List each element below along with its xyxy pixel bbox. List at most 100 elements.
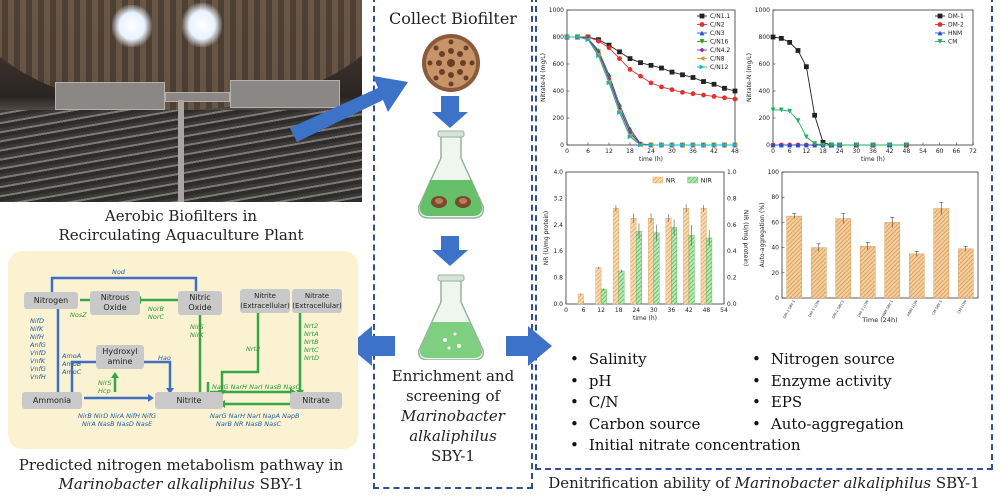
- plant-caption-line2: Recirculating Aquaculture Plant: [58, 226, 304, 244]
- legend-marker: [937, 39, 943, 44]
- x-tick-label: 30: [650, 307, 658, 314]
- data-point: [887, 142, 893, 148]
- data-point: [778, 107, 784, 113]
- x-tick-label: 42: [886, 148, 894, 155]
- y2-tick-label: 0.4: [727, 248, 737, 255]
- enrichment-line5: SBY-1: [431, 447, 475, 465]
- right-dashed-frame: [535, 0, 993, 470]
- y-tick-label: 400: [553, 88, 565, 95]
- x-tick-label: 30: [853, 148, 861, 155]
- data-point: [711, 81, 717, 87]
- y2-tick-label: 0.8: [727, 195, 737, 202]
- x-tick-label: CM SBY-1: [931, 300, 943, 316]
- bar-auto-aggregation: [933, 208, 950, 299]
- legend-label: C/N3: [710, 30, 725, 37]
- legend-label: CM: [948, 39, 957, 46]
- y-tick-label: 200: [553, 115, 565, 122]
- x-tick-label: 66: [953, 148, 961, 155]
- enrichment-flask-icon: [417, 274, 485, 360]
- biofilter-and-flasks: [417, 34, 485, 360]
- collect-biofilter-title: Collect Biofilter: [389, 9, 517, 28]
- aquaculture-plant-photo: [0, 0, 362, 202]
- pathway-caption-line2: Marinobacter alkaliphilus SBY-1: [0, 475, 362, 494]
- data-point: [795, 118, 801, 124]
- gene-nosz: NosZ: [70, 311, 87, 319]
- x-tick-label: 24: [647, 148, 655, 155]
- data-point: [690, 91, 696, 97]
- data-point: [722, 95, 727, 101]
- data-point: [732, 142, 738, 148]
- gene-nif-cluster: NifD NifK NifH AnfG VnfD VnfK VnfG VnfH: [30, 317, 46, 381]
- arrow-down-1: [432, 96, 468, 128]
- enrichment-line2: screening of: [405, 387, 501, 405]
- data-point: [803, 64, 809, 70]
- y-tick-label: 200: [759, 115, 771, 122]
- legend-label: C/N16: [710, 39, 729, 46]
- bar-nr: [630, 218, 637, 305]
- y2-tick-label: 0.2: [727, 275, 737, 282]
- pathway-caption: Predicted nitrogen metabolism pathway in…: [0, 456, 362, 494]
- legend-marker: [937, 30, 943, 36]
- data-point: [585, 35, 591, 41]
- bar-nr: [648, 218, 654, 305]
- legend-label: C/N12: [710, 64, 729, 71]
- x-tick-label: DM-1 SBY-1: [782, 300, 796, 320]
- y-tick-label: 800: [759, 34, 771, 41]
- data-point: [648, 142, 654, 148]
- series-line: [772, 36, 907, 146]
- data-point: [659, 65, 664, 71]
- y-tick-label: 100: [768, 169, 780, 176]
- data-point: [648, 80, 654, 86]
- data-point: [820, 142, 826, 148]
- data-point: [711, 142, 717, 148]
- bar-nr: [665, 218, 672, 305]
- data-point: [732, 96, 738, 102]
- y-tick-label: 800: [553, 34, 565, 41]
- legend-label: HNM: [948, 30, 962, 37]
- factor-item: Initial nitrate concentration: [570, 435, 801, 457]
- data-point: [787, 40, 793, 45]
- x-tick-label: 6: [586, 148, 590, 155]
- x-tick-label: 48: [903, 148, 911, 155]
- pathway-caption-strain: SBY-1: [254, 475, 304, 493]
- pathway-lines: [50, 276, 304, 408]
- gene-nrt2-left: Nrt2: [246, 345, 261, 353]
- data-point: [575, 34, 580, 40]
- plot-frame: [565, 171, 725, 305]
- data-point: [722, 85, 727, 91]
- data-point: [795, 48, 801, 53]
- gene-narg-bottom2: NarB NR NasB NasC: [216, 420, 282, 428]
- y2-tick-label: 0.0: [727, 301, 737, 308]
- data-point: [837, 142, 843, 148]
- legend-marker: [699, 39, 705, 44]
- data-point: [617, 110, 622, 115]
- data-point: [870, 142, 876, 148]
- data-point: [828, 142, 834, 148]
- y-axis-label: Auto-aggregation (%): [759, 203, 766, 268]
- data-point: [648, 62, 654, 68]
- data-point: [638, 60, 643, 66]
- x-tick-label: 54: [919, 148, 927, 155]
- bar-nr: [577, 293, 584, 305]
- y-axis-label: Nitrate-N (mg/L): [746, 53, 753, 102]
- y-tick-label: 600: [759, 61, 771, 68]
- denit-caption-prefix: Denitrification ability of: [548, 474, 735, 492]
- x-tick-label: HNM LOW: [906, 299, 919, 317]
- node-ammonia: Ammonia: [22, 392, 82, 409]
- arrow-photo-to-biofilter: [290, 76, 408, 142]
- pathway-caption-species: Marinobacter alkaliphilus: [58, 475, 255, 493]
- data-point: [606, 42, 612, 48]
- data-point: [669, 142, 675, 148]
- enrichment-caption: Enrichment and screening of Marinobacter…: [375, 366, 531, 466]
- denit-caption-strain: SBY-1: [931, 474, 980, 492]
- node-nitrogen: Nitrogen: [24, 292, 78, 309]
- arrow-left-to-pathway: [348, 326, 395, 366]
- bar-nr: [612, 208, 619, 305]
- node-hydroxylamine: Hydroxyl amine: [96, 345, 144, 369]
- plant-caption: Aerobic Biofilters in Recirculating Aqua…: [0, 207, 362, 245]
- y-tick-label: 4.0: [553, 169, 563, 176]
- x-tick-label: 0: [565, 148, 569, 155]
- legend-marker: [699, 22, 705, 27]
- factor-item: C/N: [570, 392, 801, 414]
